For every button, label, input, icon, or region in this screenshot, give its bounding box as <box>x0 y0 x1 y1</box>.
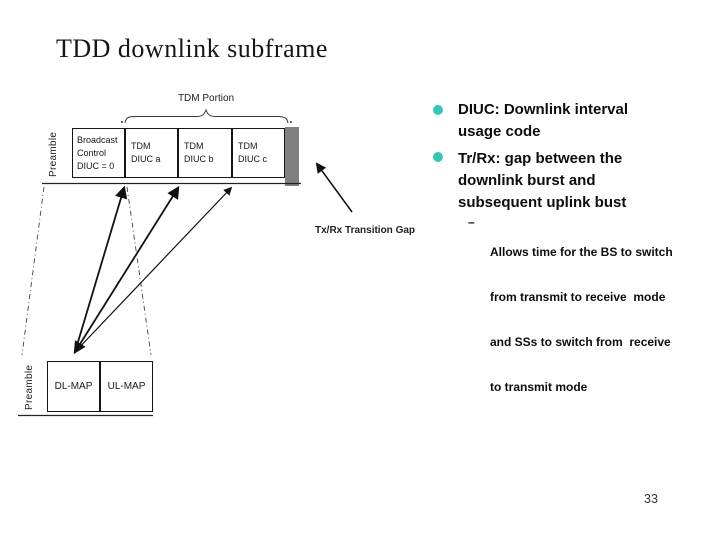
bullet-line: Tr/Rx: gap between the <box>458 150 623 167</box>
block-line: DIUC c <box>238 154 267 164</box>
block-line: DIUC a <box>131 154 161 164</box>
txrx-gap-block <box>285 127 299 186</box>
expansion-guide-right <box>126 186 152 356</box>
block-line: Control <box>77 147 107 158</box>
page-number: 33 <box>644 492 658 506</box>
bullet-line: subsequent uplink bust <box>458 193 627 211</box>
bullet-line: DIUC: Downlink interval <box>458 101 629 118</box>
block-line: TDM <box>184 141 204 151</box>
bullet-line: downlink burst and <box>458 171 596 189</box>
preamble-label-top: Preamble <box>48 131 59 177</box>
sub-bullet-line: from transmit to receive mode <box>490 290 666 304</box>
map-arrow-burst-c <box>74 186 233 353</box>
broadcast-control-block: Broadcast Control DIUC = 0 <box>72 128 125 178</box>
tdm-diuc-c-block: TDM DIUC c <box>232 128 285 178</box>
block-line: TDM <box>131 141 151 151</box>
map-arrow-burst-b <box>73 185 180 355</box>
block-line: TDM <box>238 141 258 151</box>
block-line: DIUC = 0 <box>77 160 115 171</box>
bullet-trrx: Tr/Rx: gap between the downlink burst an… <box>458 148 626 213</box>
page-title: TDD downlink subframe <box>56 34 328 63</box>
block-line: Broadcast <box>77 134 118 145</box>
sub-bullet-allows-time: – Allows time for the BS to switch from … <box>468 215 673 425</box>
txrx-gap-label: Tx/Rx Transition Gap <box>315 225 416 236</box>
ul-map-block: UL-MAP <box>100 361 153 412</box>
bullet-icon <box>433 152 443 162</box>
dl-map-block: DL-MAP <box>47 361 100 412</box>
bullet-line: usage code <box>458 122 541 140</box>
bullet-diuc: DIUC: Downlink interval usage code <box>458 99 628 143</box>
sub-bullet-line: Allows time for the BS to switch <box>490 245 673 259</box>
expansion-guide-left <box>21 186 45 356</box>
tdm-diuc-a-block: TDM DIUC a <box>125 128 178 178</box>
dash-icon: – <box>468 215 475 229</box>
map-arrow-burst-a <box>74 185 128 353</box>
sub-bullet-line: to transmit mode <box>490 380 588 394</box>
tdm-portion-label: TDM Portion <box>177 93 235 104</box>
block-line: DIUC b <box>184 154 214 164</box>
tdm-portion-brace <box>124 108 289 124</box>
tdm-diuc-b-block: TDM DIUC b <box>178 128 232 178</box>
txrx-gap-arrow <box>315 162 353 213</box>
sub-bullet-line: and SSs to switch from receive <box>490 335 671 349</box>
preamble-label-bottom: Preamble <box>24 364 35 410</box>
bullet-icon <box>433 105 443 115</box>
sub-bullet-text: Allows time for the BS to switch from tr… <box>490 215 673 425</box>
